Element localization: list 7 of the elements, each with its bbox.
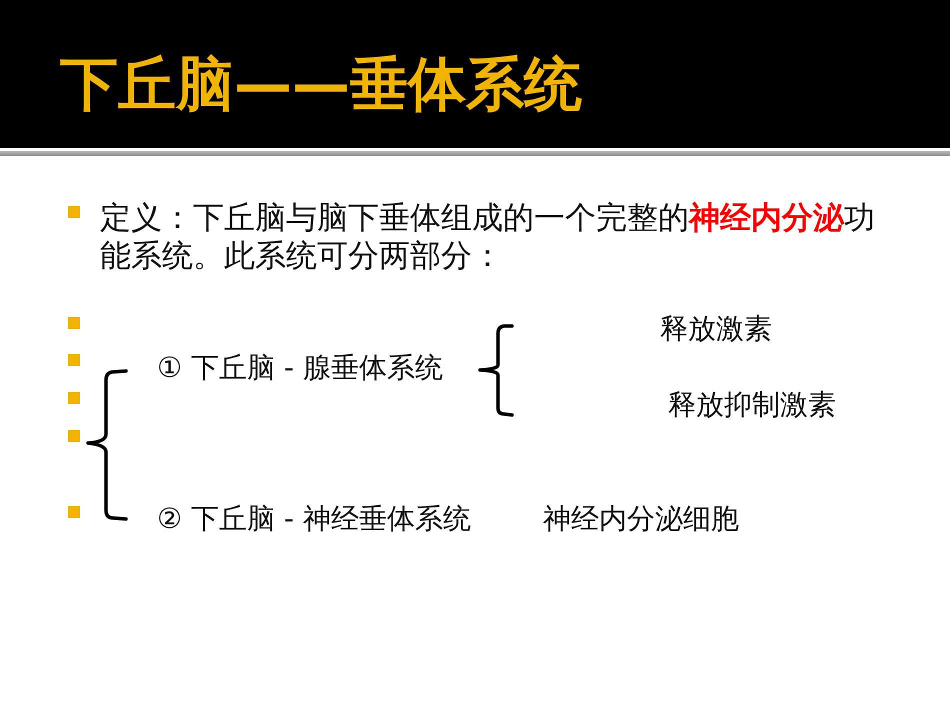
definition-text: 定义：下丘脑与脑下垂体组成的一个完整的神经内分泌功能系统。此系统可分两部分：: [100, 199, 876, 275]
system-label: ② 下丘脑 - 神经垂体系统: [157, 502, 471, 536]
slide-title: 下丘脑——垂体系统: [60, 50, 582, 118]
hormone-label: 释放抑制激素: [668, 388, 836, 422]
cell-label: 神经内分泌细胞: [543, 502, 739, 536]
system-label: ① 下丘脑 - 腺垂体系统: [157, 351, 443, 385]
hormone-label: 释放激素: [660, 312, 772, 346]
